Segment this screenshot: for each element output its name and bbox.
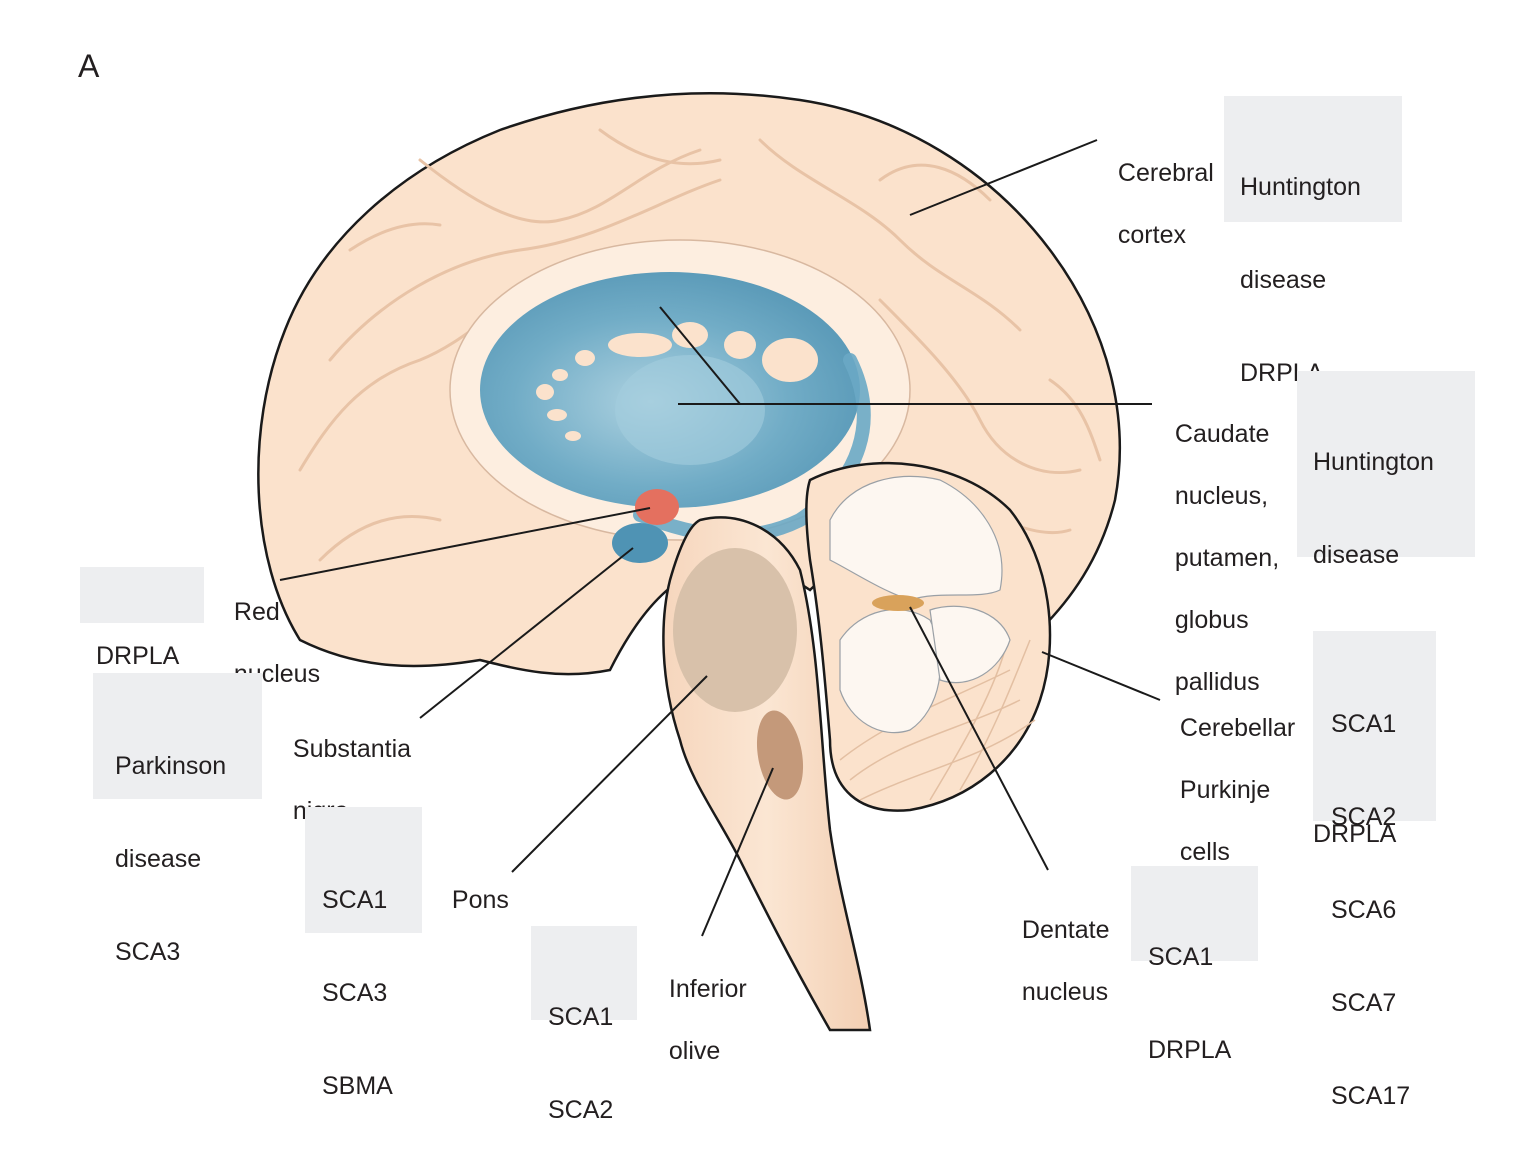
disease-box-pons: SCA1 SCA3 SBMA <box>305 807 422 1100</box>
disease-item: SCA1 <box>548 1003 614 1031</box>
disease-box-substantia-nigra: Parkinson disease SCA3 <box>93 673 262 966</box>
leader-basal-ganglia-a <box>659 306 741 405</box>
label-caudate-putamen-globus-pallidus: Caudate nucleus, putamen, globus pallidu… <box>1161 388 1279 698</box>
leader-purkinje <box>1041 651 1161 701</box>
disease-item: SCA3 <box>115 938 181 966</box>
label-line: Red <box>233 598 280 626</box>
arbor-vitae <box>829 475 1011 734</box>
leader-pons <box>511 675 708 873</box>
label-line: olive <box>668 1037 721 1065</box>
label-line: pallidus <box>1174 668 1260 696</box>
disease-box-cerebral-cortex: Huntington disease DRPLA <box>1224 96 1402 387</box>
label-line: Purkinje <box>1179 776 1271 804</box>
disease-box-cerebellar-purkinje-cells: SCA1 SCA2 SCA6 SCA7 SCA17 <box>1313 631 1436 1110</box>
disease-item: Huntington <box>1313 448 1434 476</box>
dentate-nucleus-region <box>872 595 924 611</box>
label-red-nucleus: Red nucleus <box>220 566 320 690</box>
disease-item: DRPLA <box>96 642 180 670</box>
disease-item: Huntington <box>1240 173 1361 201</box>
globus-pallidus <box>615 355 765 465</box>
disease-box-dentate-nucleus: SCA1 DRPLA <box>1131 866 1258 1064</box>
disease-item: SCA3 <box>322 979 388 1007</box>
pons-region <box>673 548 797 712</box>
label-line: Inferior <box>668 975 747 1003</box>
label-line: globus <box>1174 606 1249 634</box>
disease-item: DRPLA <box>1313 820 1397 848</box>
label-line: Substantia <box>292 735 412 763</box>
disease-item: SCA1 <box>1331 710 1397 738</box>
label-line: nucleus, <box>1174 482 1269 510</box>
red-nucleus-region <box>635 489 679 525</box>
disease-item: SCA6 <box>1331 896 1397 924</box>
disease-item: SCA1 <box>322 886 388 914</box>
label-line: cortex <box>1117 221 1186 249</box>
label-line: putamen, <box>1174 544 1280 572</box>
label-line: Cerebral <box>1117 159 1214 187</box>
label-line: Dentate <box>1021 916 1110 944</box>
label-line: Cerebellar <box>1179 714 1296 742</box>
label-cerebral-cortex: Cerebral cortex <box>1104 127 1214 251</box>
disease-box-red-nucleus: DRPLA <box>80 567 204 670</box>
disease-item: SCA1 <box>1148 943 1214 971</box>
leader-red-nucleus <box>279 507 651 581</box>
label-dentate-nucleus: Dentate nucleus <box>1008 884 1110 1008</box>
disease-item: disease <box>1240 266 1327 294</box>
label-line: cells <box>1179 838 1230 866</box>
leader-inferior-olive <box>701 767 774 937</box>
leader-cerebral-cortex <box>909 139 1098 216</box>
label-pons: Pons <box>438 854 509 916</box>
disease-item: SCA2 <box>548 1096 614 1124</box>
ventricle-holes <box>536 322 818 441</box>
panel-label: A <box>78 48 100 84</box>
label-line: Caudate <box>1174 420 1270 448</box>
leader-dentate <box>909 606 1049 871</box>
disease-item: SCA17 <box>1331 1082 1411 1110</box>
disease-item: SBMA <box>322 1072 393 1100</box>
disease-item: Parkinson <box>115 752 227 780</box>
brain-diagram <box>257 92 1161 1032</box>
fornix-arc <box>633 353 871 543</box>
disease-box-inferior-olive: SCA1 SCA2 <box>531 926 637 1124</box>
label-line: nucleus <box>1021 978 1109 1006</box>
label-inferior-olive: Inferior olive <box>655 943 747 1067</box>
label-line: Pons <box>451 886 509 914</box>
cerebellar-folia <box>839 639 1036 801</box>
leader-substantia-nigra <box>419 547 634 719</box>
disease-box-caudate-putamen-globus-pallidus: Huntington disease SCA3 SCA17 DRPLA <box>1297 371 1475 848</box>
leader-lines <box>279 139 1161 937</box>
disease-item: DRPLA <box>1148 1036 1232 1064</box>
label-cerebellar-purkinje-cells: Cerebellar Purkinje cells <box>1166 682 1295 868</box>
disease-item: disease <box>1313 541 1400 569</box>
disease-item: SCA7 <box>1331 989 1397 1017</box>
disease-item: disease <box>115 845 202 873</box>
disease-item: SCA2 <box>1331 803 1397 831</box>
